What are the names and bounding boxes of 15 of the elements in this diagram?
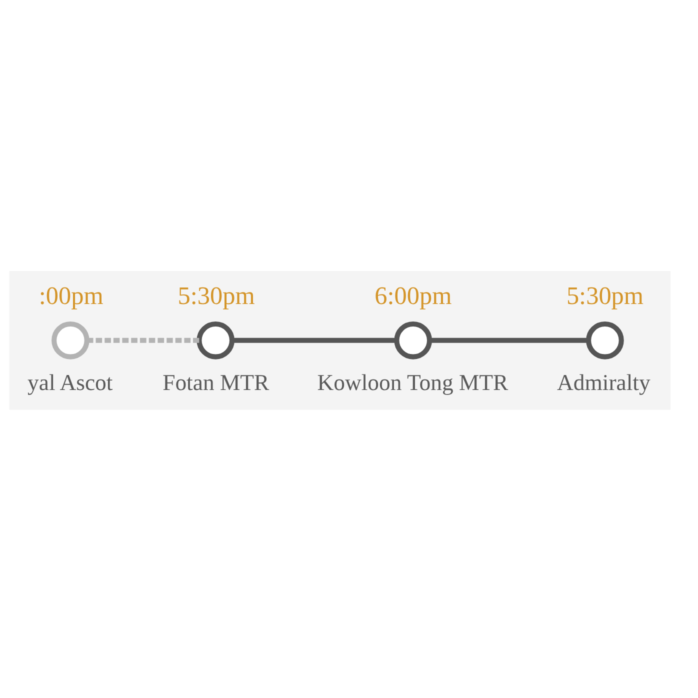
node-label: 5:30pm (566, 282, 644, 310)
node-label: Fotan MTR (162, 370, 270, 395)
connector (232, 337, 397, 342)
node-label: 5:30pm (178, 282, 255, 310)
connector (430, 337, 588, 342)
node-label: Admiralty (556, 370, 650, 395)
connector (86, 337, 200, 342)
node-label: :00pm (38, 282, 104, 310)
node-circle (586, 320, 624, 359)
node-label: Kowloon Tong MTR (317, 370, 508, 395)
node-label: yal Ascot (28, 370, 113, 395)
node-circle (394, 320, 432, 359)
node-label: 6:00pm (374, 282, 452, 310)
node-circle (196, 320, 235, 359)
node-circle (52, 320, 90, 359)
